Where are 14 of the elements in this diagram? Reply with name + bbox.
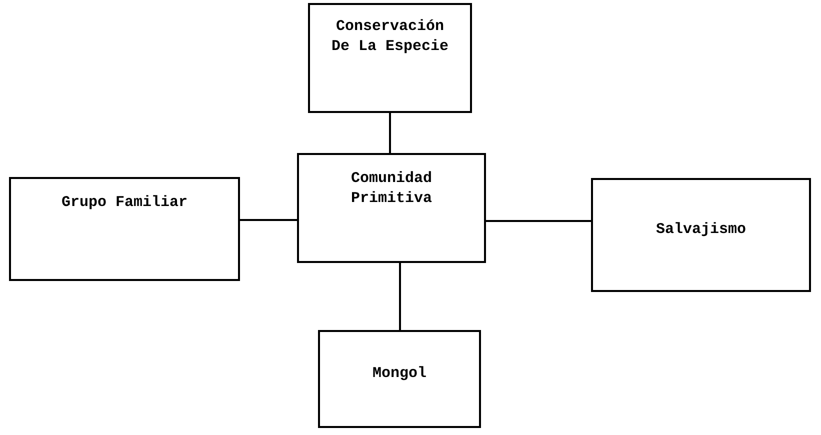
connector-line [486,220,591,222]
process-box [591,178,811,292]
box-label: Grupo Familiar [60,193,189,213]
connector-line [240,219,297,221]
box-label: Conservación De La Especie [330,17,450,57]
box-label: Mongol [371,364,428,384]
process-box [9,177,240,281]
connector-line [399,263,401,330]
process-box [297,153,486,263]
process-box [318,330,481,428]
process-box [308,3,472,113]
box-label: Comunidad Primitiva [350,169,433,209]
box-label: Salvajismo [654,220,747,240]
connector-line [389,113,391,153]
